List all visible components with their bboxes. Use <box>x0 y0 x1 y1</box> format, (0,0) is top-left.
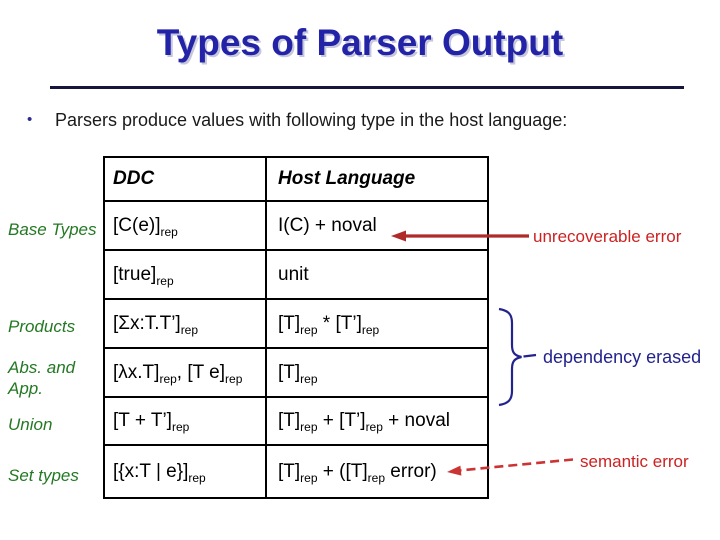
table-row: [{x:T | e}]rep[T]rep + ([T]rep error) <box>103 444 489 499</box>
row-label-base-types: Base Types <box>8 220 97 239</box>
host-cell: unit <box>265 249 489 300</box>
bullet-text: Parsers produce values with following ty… <box>55 110 568 130</box>
host-cell: [T]rep + [T’]rep + noval <box>265 396 489 446</box>
host-cell: I(C) + noval <box>265 200 489 251</box>
ddc-cell: [T + T’]rep <box>103 396 267 446</box>
bullet-icon: • <box>27 111 33 128</box>
row-label-abs-app: Abs. and App. <box>8 358 76 398</box>
ddc-cell: [C(e)]rep <box>103 200 267 251</box>
row-label-products: Products <box>8 317 76 336</box>
table-header-row: DDC Host Language <box>103 156 489 202</box>
row-label-union: Union <box>8 415 53 434</box>
annotation-unrecoverable-error: unrecoverable error <box>533 227 682 246</box>
row-label-set-types: Set types <box>8 466 79 485</box>
ddc-cell: [Σx:T.T’]rep <box>103 298 267 349</box>
table-row: [T + T’]rep[T]rep + [T’]rep + noval <box>103 396 489 446</box>
ddc-column-header: DDC <box>103 156 267 202</box>
host-cell: [T]rep <box>265 347 489 398</box>
page-title: Types of Parser Output <box>156 22 564 63</box>
host-cell: [T]rep + ([T]rep error) <box>265 444 489 499</box>
table-row: [Σx:T.T’]rep[T]rep * [T’]rep <box>103 298 489 349</box>
ddc-cell: [λx.T]rep, [T e]rep <box>103 347 267 398</box>
annotation-semantic-error: semantic error <box>580 452 689 471</box>
ddc-cell: [true]rep <box>103 249 267 300</box>
host-cell: [T]rep * [T’]rep <box>265 298 489 349</box>
table-row: [λx.T]rep, [T e]rep[T]rep <box>103 347 489 398</box>
annotation-dependency-erased: dependency erased <box>543 347 702 367</box>
host-column-header: Host Language <box>265 156 489 202</box>
title-rule <box>50 86 684 89</box>
dependency-brace-icon <box>498 307 537 407</box>
ddc-cell: [{x:T | e}]rep <box>103 444 267 499</box>
